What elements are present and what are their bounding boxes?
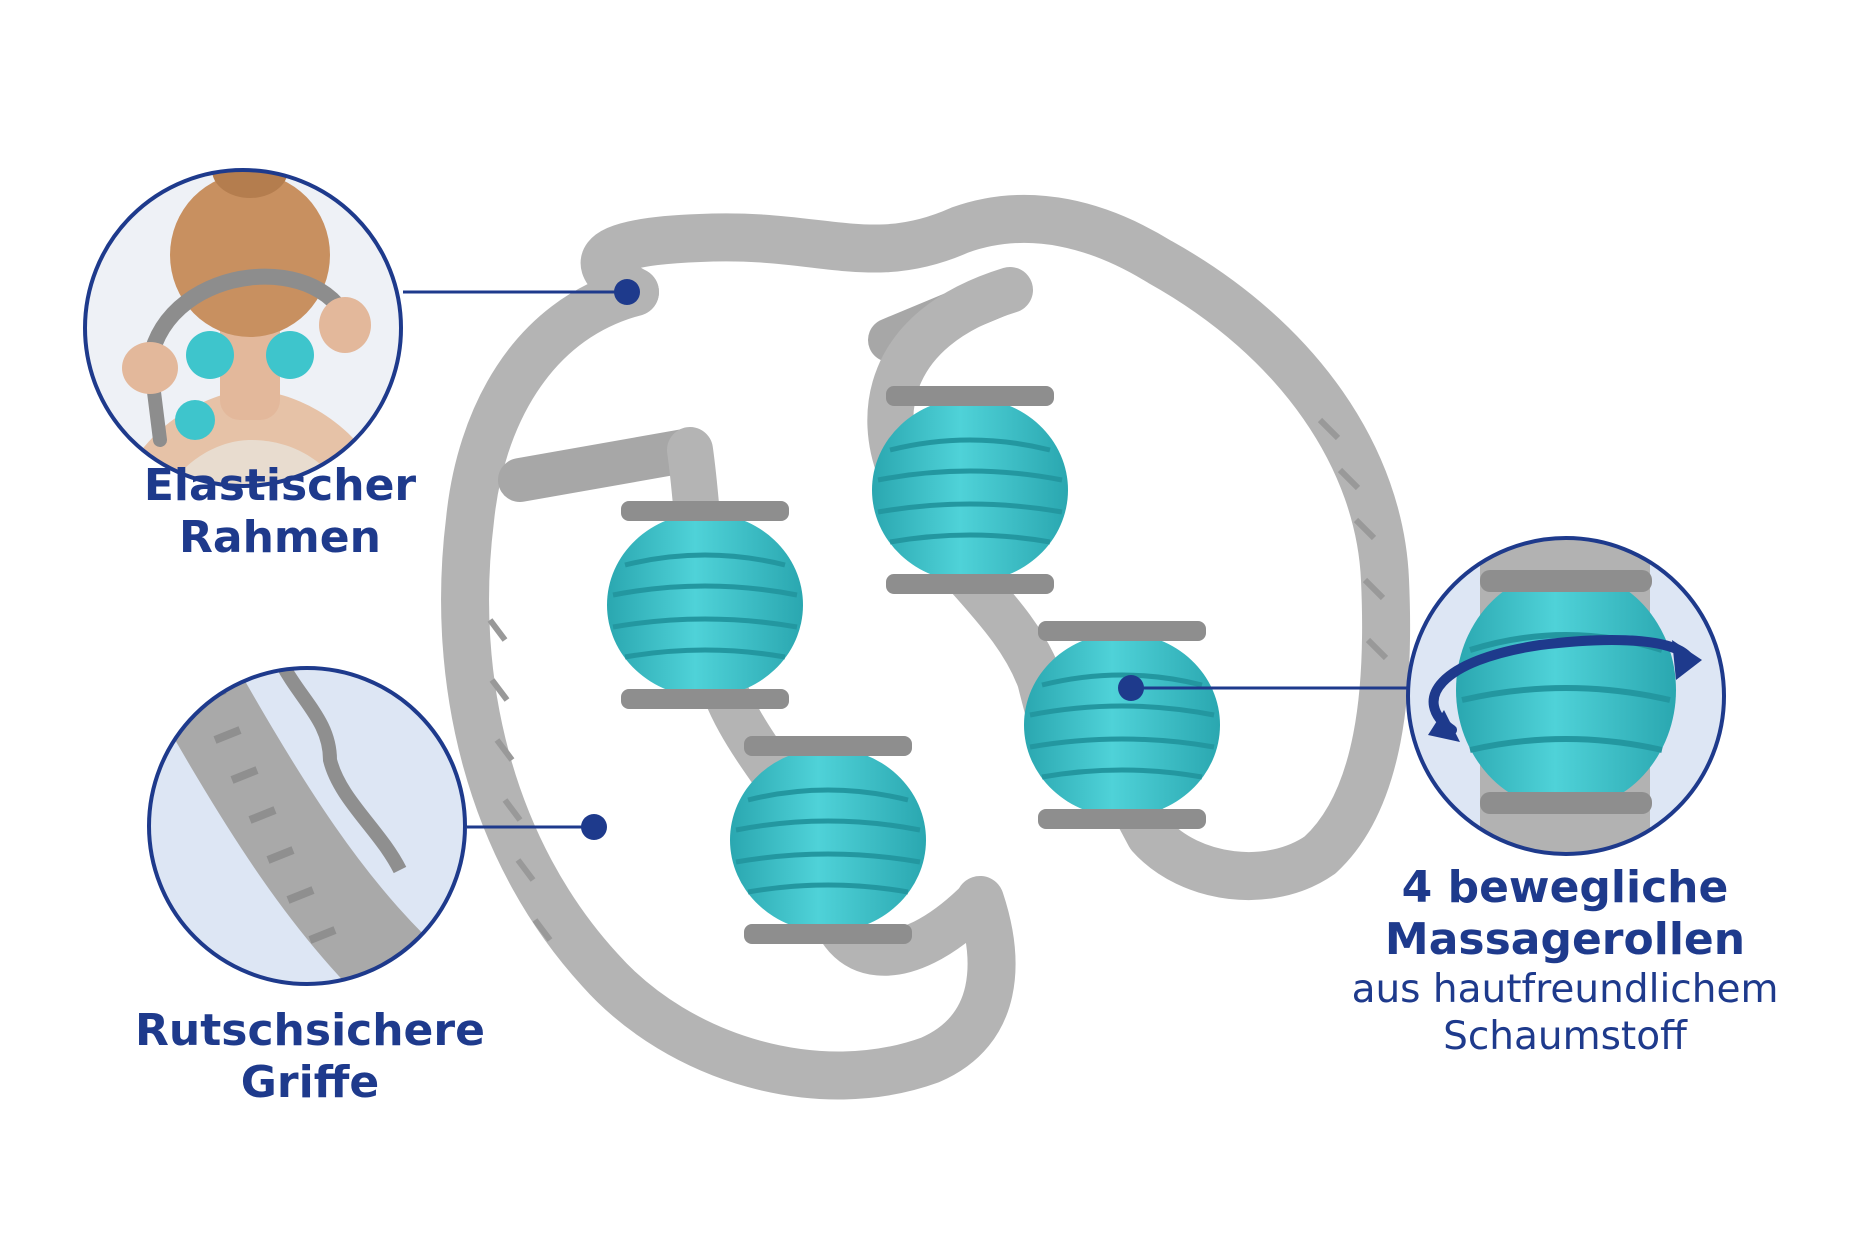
rotation-arrows-icon: [1428, 635, 1702, 742]
massage-roller: [1024, 621, 1220, 829]
callout-rollers: [1118, 675, 1408, 701]
label-elastic-frame: Elastischer Rahmen: [60, 460, 500, 564]
label-rollers-line4: Schaumstoff: [1443, 1014, 1687, 1060]
roller-rotation-closeup: [1406, 536, 1726, 856]
label-grips-line1: Rutschsichere: [135, 1005, 485, 1056]
label-frame-line1: Elastischer: [143, 460, 417, 511]
label-nonslip-grips: Rutschsichere Griffe: [80, 1005, 540, 1109]
neck-massage-photo: [83, 168, 403, 488]
label-grips-line2: Griffe: [240, 1056, 380, 1108]
label-frame-line2: Rahmen: [179, 511, 381, 563]
label-rollers-line1: 4 bewegliche: [1401, 862, 1729, 913]
callout-grips: [467, 814, 607, 840]
label-massage-rollers: 4 bewegliche Massagerollen aus hautfreun…: [1270, 862, 1860, 1061]
massager-frame: [441, 194, 1411, 1100]
callout-frame: [403, 279, 640, 305]
massage-roller: [607, 501, 803, 709]
grip-closeup: [147, 666, 467, 986]
label-rollers-line3: aus hautfreundlichem: [1351, 966, 1779, 1012]
label-rollers-line2: Massagerollen: [1384, 913, 1746, 965]
